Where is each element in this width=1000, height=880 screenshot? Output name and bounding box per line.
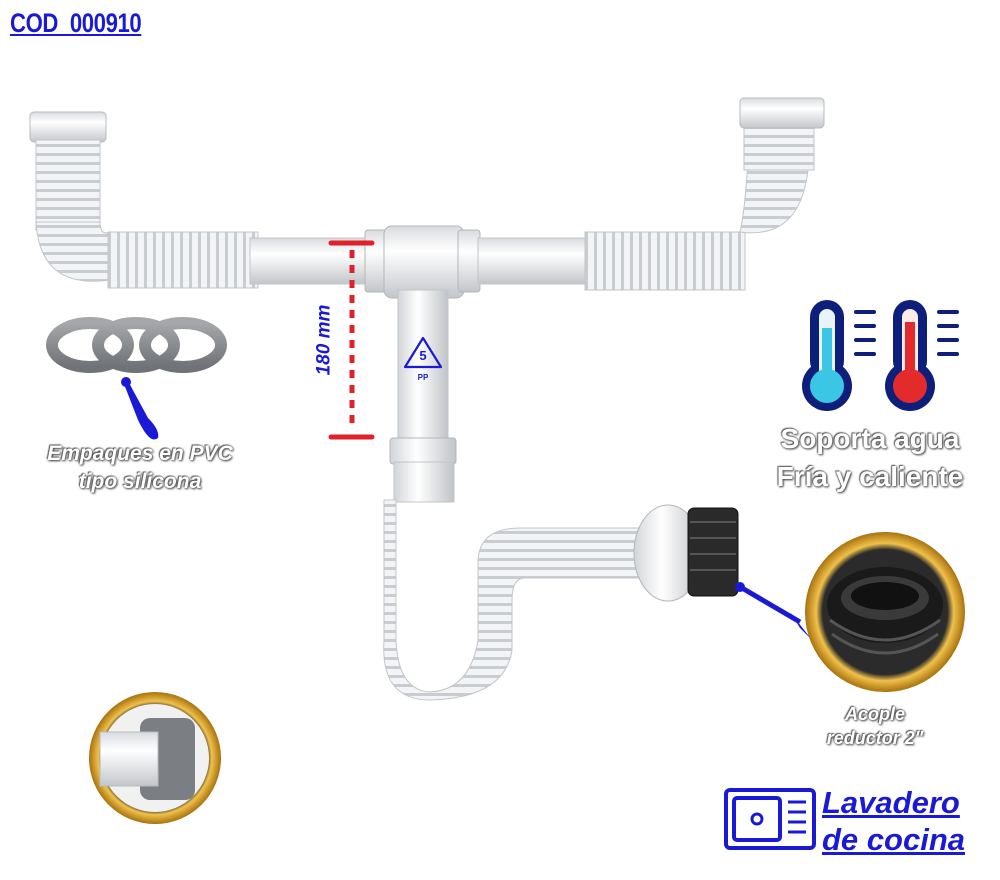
vertical-drain-pipe	[383, 289, 739, 701]
packing-label: Empaques en PVC tipo silicona	[47, 442, 233, 493]
right-inlet	[739, 97, 825, 234]
kitchen-sink-icon	[724, 788, 816, 850]
thermometer-hot-icon	[885, 300, 959, 411]
recycle-icon: 5 PP	[403, 336, 443, 382]
thermometer-cold-icon	[802, 300, 876, 411]
temperature-label: Soporta agua Fría y caliente	[776, 423, 964, 492]
measurement-label: 180 mm	[313, 304, 334, 376]
left-inlet	[29, 111, 259, 289]
measurement-indicator	[328, 240, 375, 440]
recycle-material: PP	[418, 373, 429, 382]
reducer-detail-circle	[735, 532, 965, 692]
main-horizontal-pipe	[249, 225, 746, 299]
pvc-packing-rings	[46, 317, 227, 440]
recycle-number: 5	[419, 348, 426, 363]
product-name: Lavadero de cocina	[822, 785, 965, 857]
product-code: COD_000910	[10, 8, 142, 38]
seal-detail-circle	[89, 692, 221, 824]
reducer-label: Acople reductor 2"	[826, 704, 924, 748]
